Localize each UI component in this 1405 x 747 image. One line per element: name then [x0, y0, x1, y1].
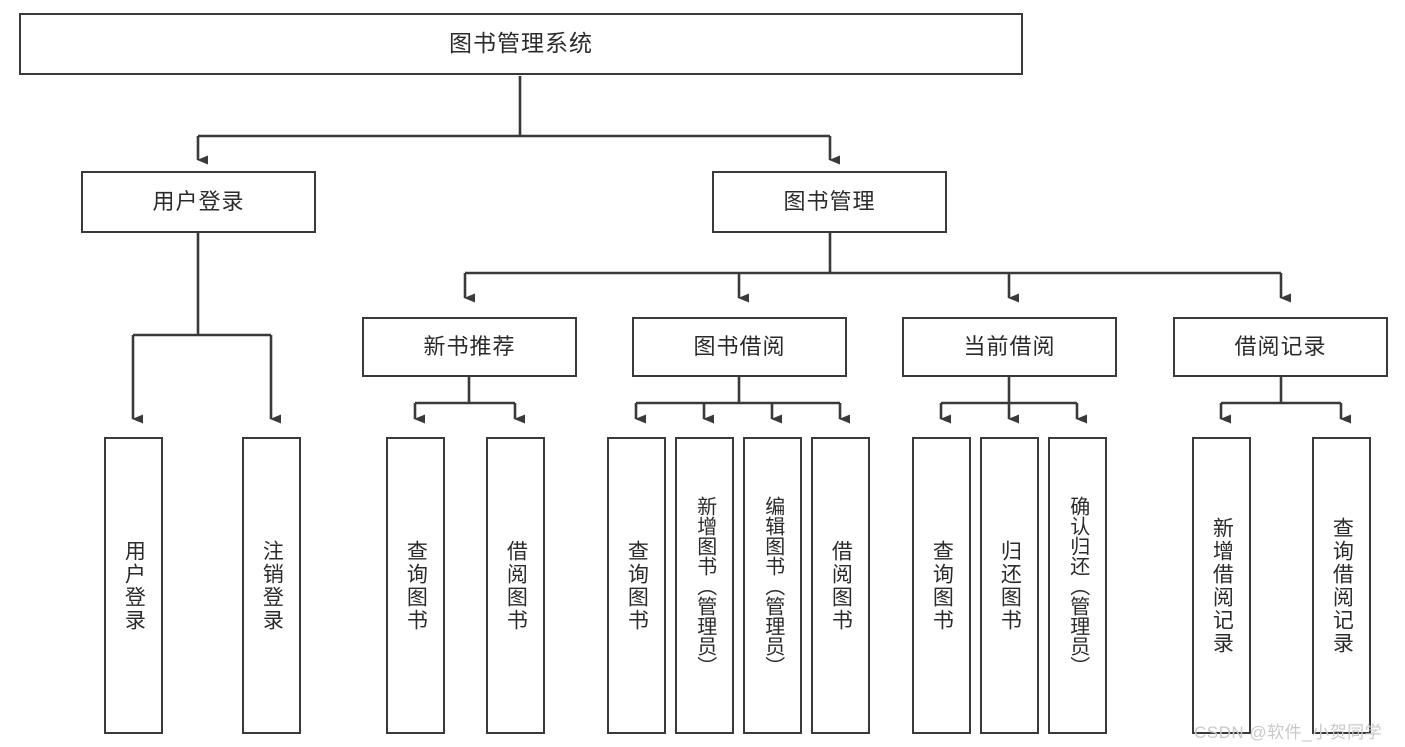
node-borrow-record[interactable]: 借阅记录 [1173, 317, 1388, 377]
leaf-user-login-logout[interactable]: 注销登录 [242, 437, 301, 734]
node-label: 查询图书 [625, 539, 649, 632]
node-label: 查询借阅记录 [1330, 516, 1354, 655]
node-label: 当前借阅 [963, 333, 1056, 359]
leaf-new-book-query[interactable]: 查询图书 [386, 437, 445, 734]
watermark-text: CSDN @软件_小贺同学 [1194, 723, 1383, 742]
node-current-borrow[interactable]: 当前借阅 [902, 317, 1117, 377]
leaf-borrow-borrow-book[interactable]: 借阅图书 [811, 437, 870, 734]
node-label: 新增图书（管理员） [693, 495, 716, 676]
node-label: 编辑图书（管理员） [761, 495, 784, 676]
leaf-new-book-borrow[interactable]: 借阅图书 [486, 437, 545, 734]
node-label: 用户登录 [152, 188, 245, 214]
node-label: 用户登录 [122, 539, 146, 632]
node-label: 新增借阅记录 [1210, 516, 1234, 655]
node-label: 注销登录 [260, 539, 284, 632]
leaf-current-confirm-return[interactable]: 确认归还（管理员） [1048, 437, 1107, 734]
leaf-user-login-login[interactable]: 用户登录 [104, 437, 163, 734]
node-label: 图书管理 [783, 188, 876, 214]
node-book-management[interactable]: 图书管理 [712, 171, 947, 233]
node-label: 归还图书 [998, 539, 1022, 632]
node-label: 借阅图书 [504, 539, 528, 632]
node-root-system[interactable]: 图书管理系统 [19, 13, 1023, 75]
leaf-borrow-query-book[interactable]: 查询图书 [607, 437, 666, 734]
leaf-borrow-edit-book[interactable]: 编辑图书（管理员） [743, 437, 802, 734]
node-label: 新书推荐 [423, 333, 516, 359]
leaf-current-return-book[interactable]: 归还图书 [980, 437, 1039, 734]
node-book-borrow[interactable]: 图书借阅 [632, 317, 847, 377]
csdn-watermark: CSDN @软件_小贺同学 [1194, 718, 1382, 743]
leaf-record-add[interactable]: 新增借阅记录 [1192, 437, 1251, 734]
node-label: 借阅图书 [829, 539, 853, 632]
leaf-record-query[interactable]: 查询借阅记录 [1312, 437, 1371, 734]
node-label: 图书借阅 [693, 333, 786, 359]
leaf-current-query-book[interactable]: 查询图书 [912, 437, 971, 734]
node-label: 查询图书 [404, 539, 428, 632]
node-label: 借阅记录 [1234, 333, 1327, 359]
node-label: 图书管理系统 [449, 30, 593, 57]
node-user-login[interactable]: 用户登录 [81, 171, 316, 233]
node-new-book-recommend[interactable]: 新书推荐 [362, 317, 577, 377]
node-label: 确认归还（管理员） [1066, 495, 1089, 676]
leaf-borrow-add-book[interactable]: 新增图书（管理员） [675, 437, 734, 734]
node-label: 查询图书 [930, 539, 954, 632]
